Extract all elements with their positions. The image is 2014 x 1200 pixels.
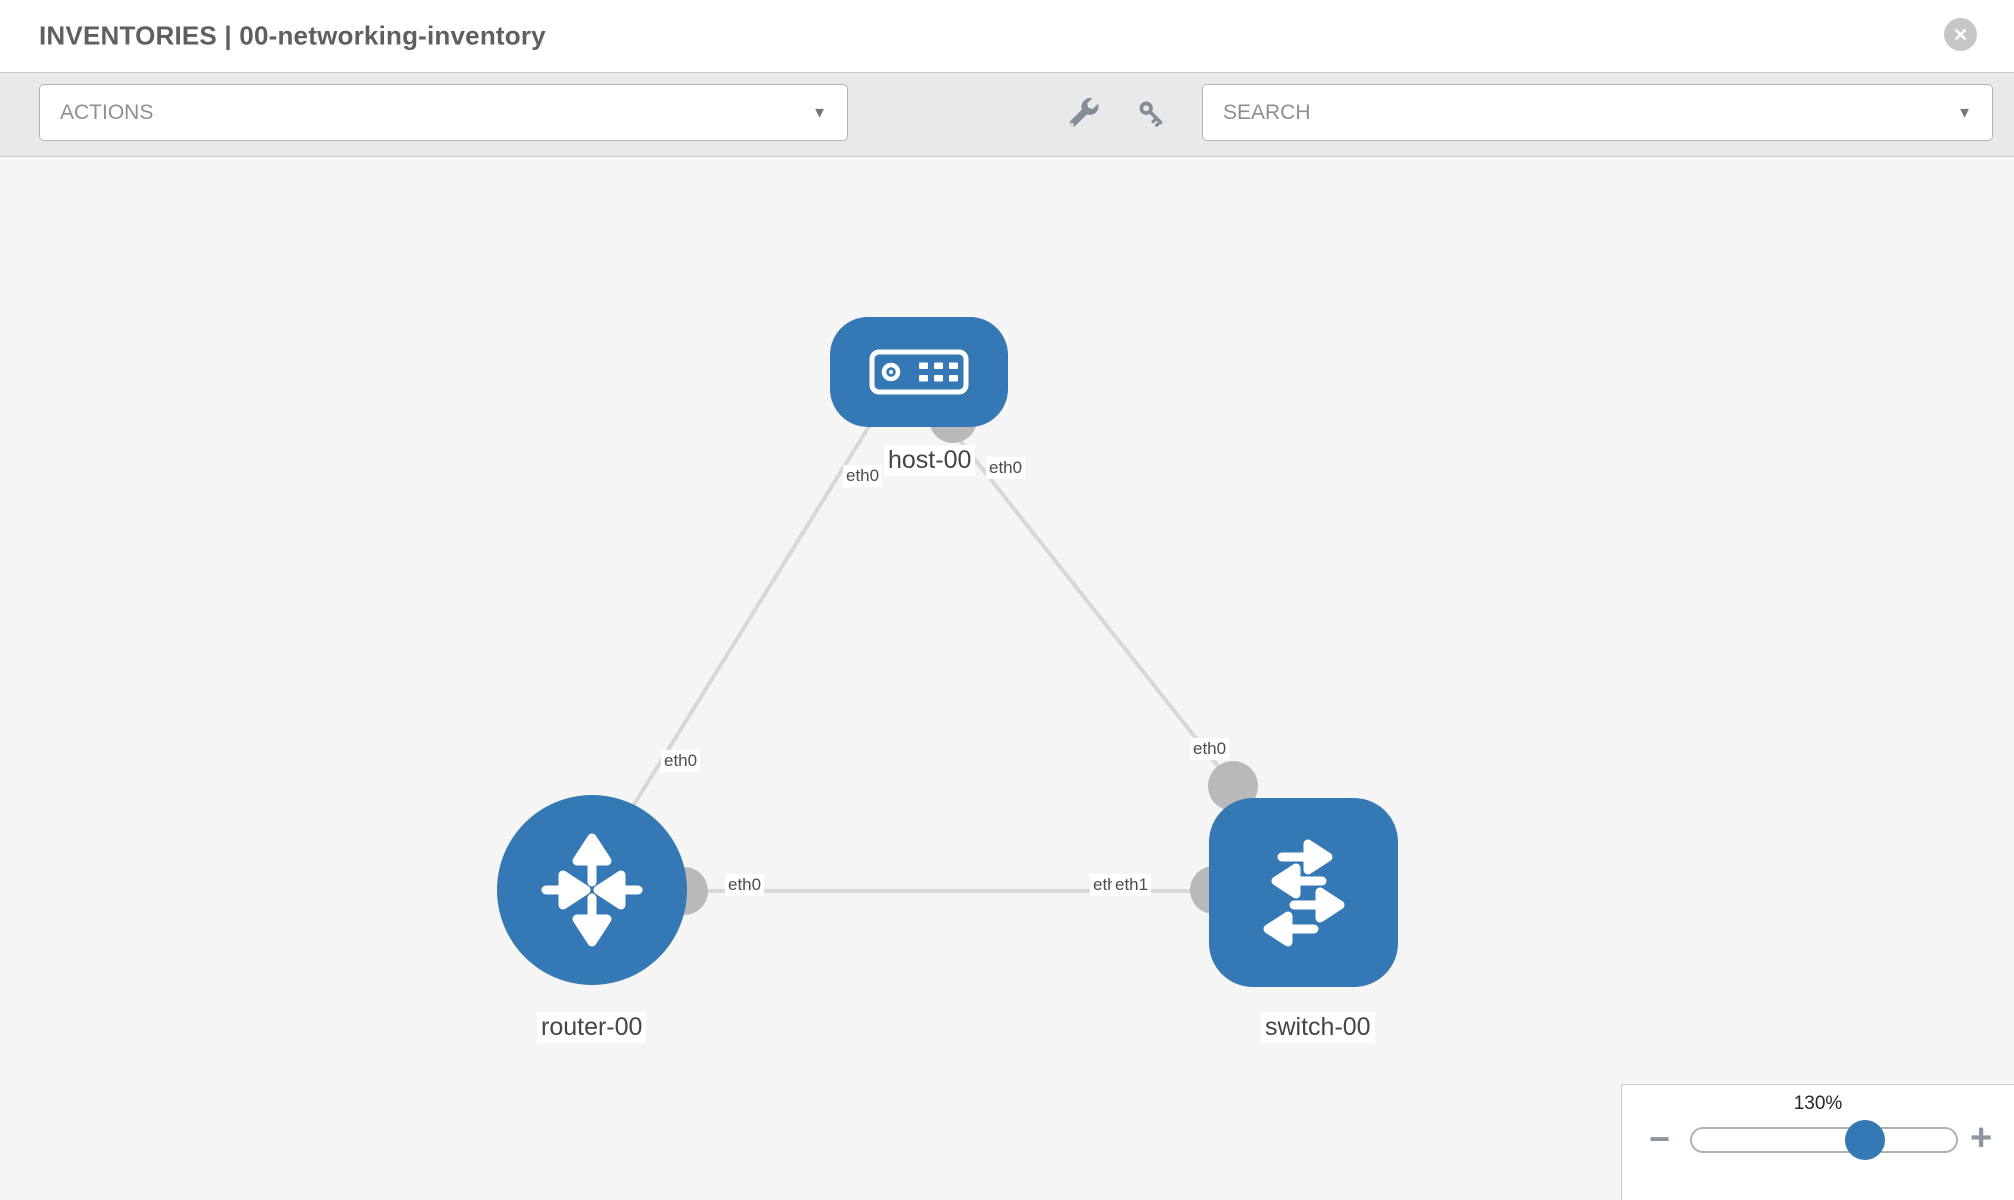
zoom-out-button[interactable]: −	[1649, 1118, 1671, 1159]
wrench-button[interactable]	[1066, 97, 1102, 133]
interface-label: eth0	[661, 750, 701, 772]
switch-icon	[1263, 839, 1344, 946]
zoom-level-value: 130%	[1793, 1093, 1843, 1114]
chevron-down-icon: ▼	[1957, 104, 1972, 121]
router-icon	[541, 833, 643, 947]
node-router-00[interactable]	[497, 795, 687, 985]
zoom-control-panel: 130% − +	[1621, 1084, 2014, 1200]
interface-label: eth0	[986, 457, 1026, 479]
interface-label: eth0	[725, 874, 765, 896]
close-button[interactable]: ✕	[1944, 18, 1977, 51]
node-switch-00[interactable]	[1209, 798, 1398, 987]
close-icon: ✕	[1952, 24, 1969, 45]
search-dropdown-label: SEARCH	[1223, 100, 1311, 124]
page-title: INVENTORIES | 00-networking-inventory	[39, 20, 546, 51]
key-icon	[1139, 101, 1163, 127]
wrench-icon	[1069, 97, 1099, 126]
link-host-router	[610, 418, 875, 842]
topology-canvas[interactable]: host-00 router-00 switch-00 eth0 eth0 et…	[0, 157, 2014, 1200]
node-label-host: host-00	[884, 445, 976, 476]
zoom-in-button[interactable]: +	[1970, 1117, 1993, 1159]
zoom-slider-thumb[interactable]	[1845, 1120, 1885, 1160]
zoom-slider[interactable]	[1690, 1120, 1958, 1160]
chevron-down-icon: ▼	[812, 104, 827, 121]
actions-dropdown-label: ACTIONS	[60, 100, 154, 124]
link-host-switch	[948, 426, 1239, 792]
title-bar: INVENTORIES | 00-networking-inventory ✕	[0, 0, 2014, 72]
toolbar: ACTIONS ▼ SEARCH ▼	[0, 72, 2014, 157]
topology-links-layer	[610, 395, 1258, 915]
interface-label: eth0	[1190, 738, 1230, 760]
search-dropdown[interactable]: SEARCH ▼	[1202, 84, 1993, 141]
node-label-switch: switch-00	[1261, 1012, 1375, 1043]
node-host-00[interactable]	[830, 317, 1008, 427]
actions-dropdown[interactable]: ACTIONS ▼	[39, 84, 848, 141]
node-label-router: router-00	[537, 1012, 647, 1043]
interface-label: eth1	[1112, 874, 1152, 896]
key-button[interactable]	[1136, 98, 1170, 132]
interface-label: eth0	[843, 465, 883, 487]
host-icon	[869, 349, 969, 395]
